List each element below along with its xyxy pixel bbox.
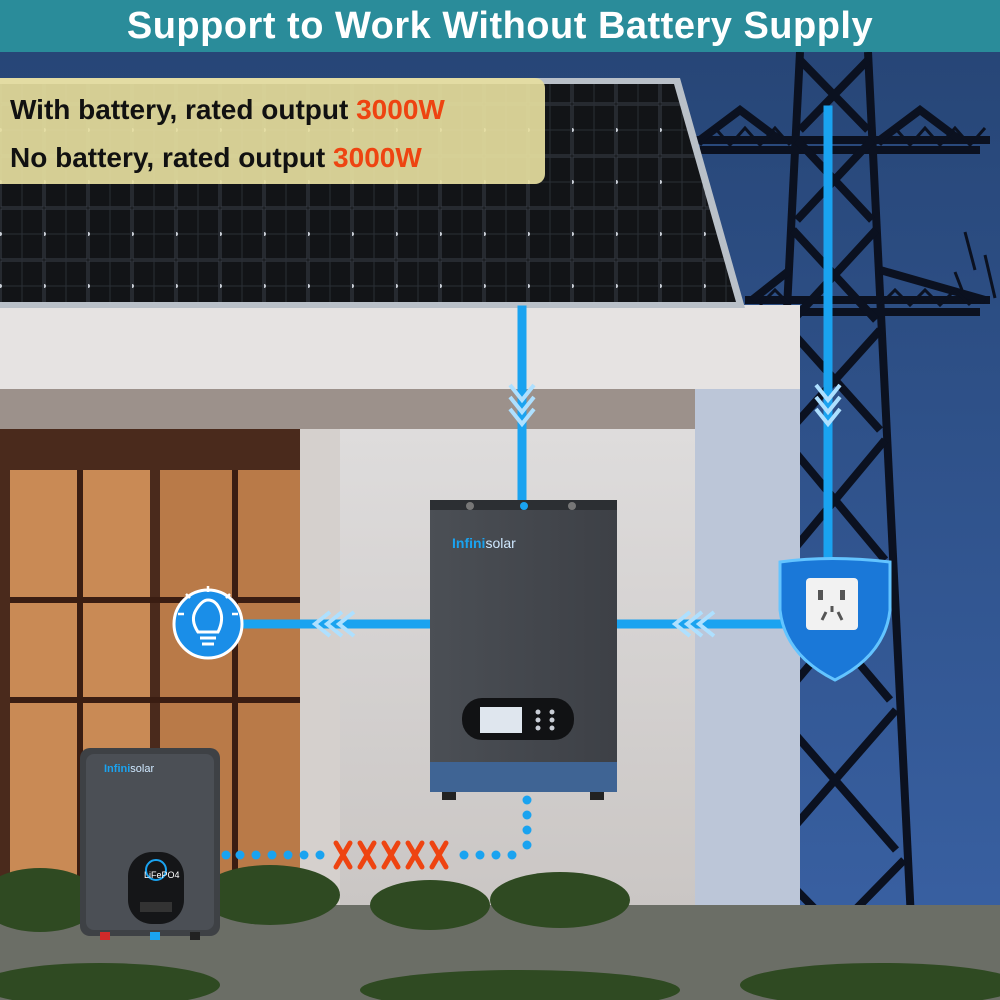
rated-output-box: With battery, rated output 3000W No batt… xyxy=(0,78,545,184)
hybrid-inverter xyxy=(430,500,617,800)
cross-mark-icon xyxy=(333,840,449,870)
inverter-brand: Infinisolar xyxy=(452,535,516,551)
house-roof-underside xyxy=(0,389,800,429)
shrubs xyxy=(0,865,1000,1000)
lifepo4-battery xyxy=(80,748,220,940)
house-right-wall xyxy=(695,389,800,909)
tower-zigzag-lines xyxy=(698,125,997,308)
house-roof-overhang xyxy=(0,305,800,389)
battery-model: LiFePO4 xyxy=(144,870,180,880)
battery-brand: Infinisolar xyxy=(104,763,154,775)
title-banner: Support to Work Without Battery Supply xyxy=(0,0,1000,52)
power-outlet-shield-icon xyxy=(778,557,892,682)
light-bulb-icon xyxy=(172,586,244,660)
banner-title: Support to Work Without Battery Supply xyxy=(126,4,874,47)
battery-dotted-line xyxy=(221,795,532,860)
flow-arrow-chevrons xyxy=(311,383,842,638)
house-column xyxy=(300,429,340,909)
spec-with-battery: With battery, rated output 3000W xyxy=(10,94,445,125)
spec-no-battery: No battery, rated output 3000W xyxy=(10,142,422,173)
